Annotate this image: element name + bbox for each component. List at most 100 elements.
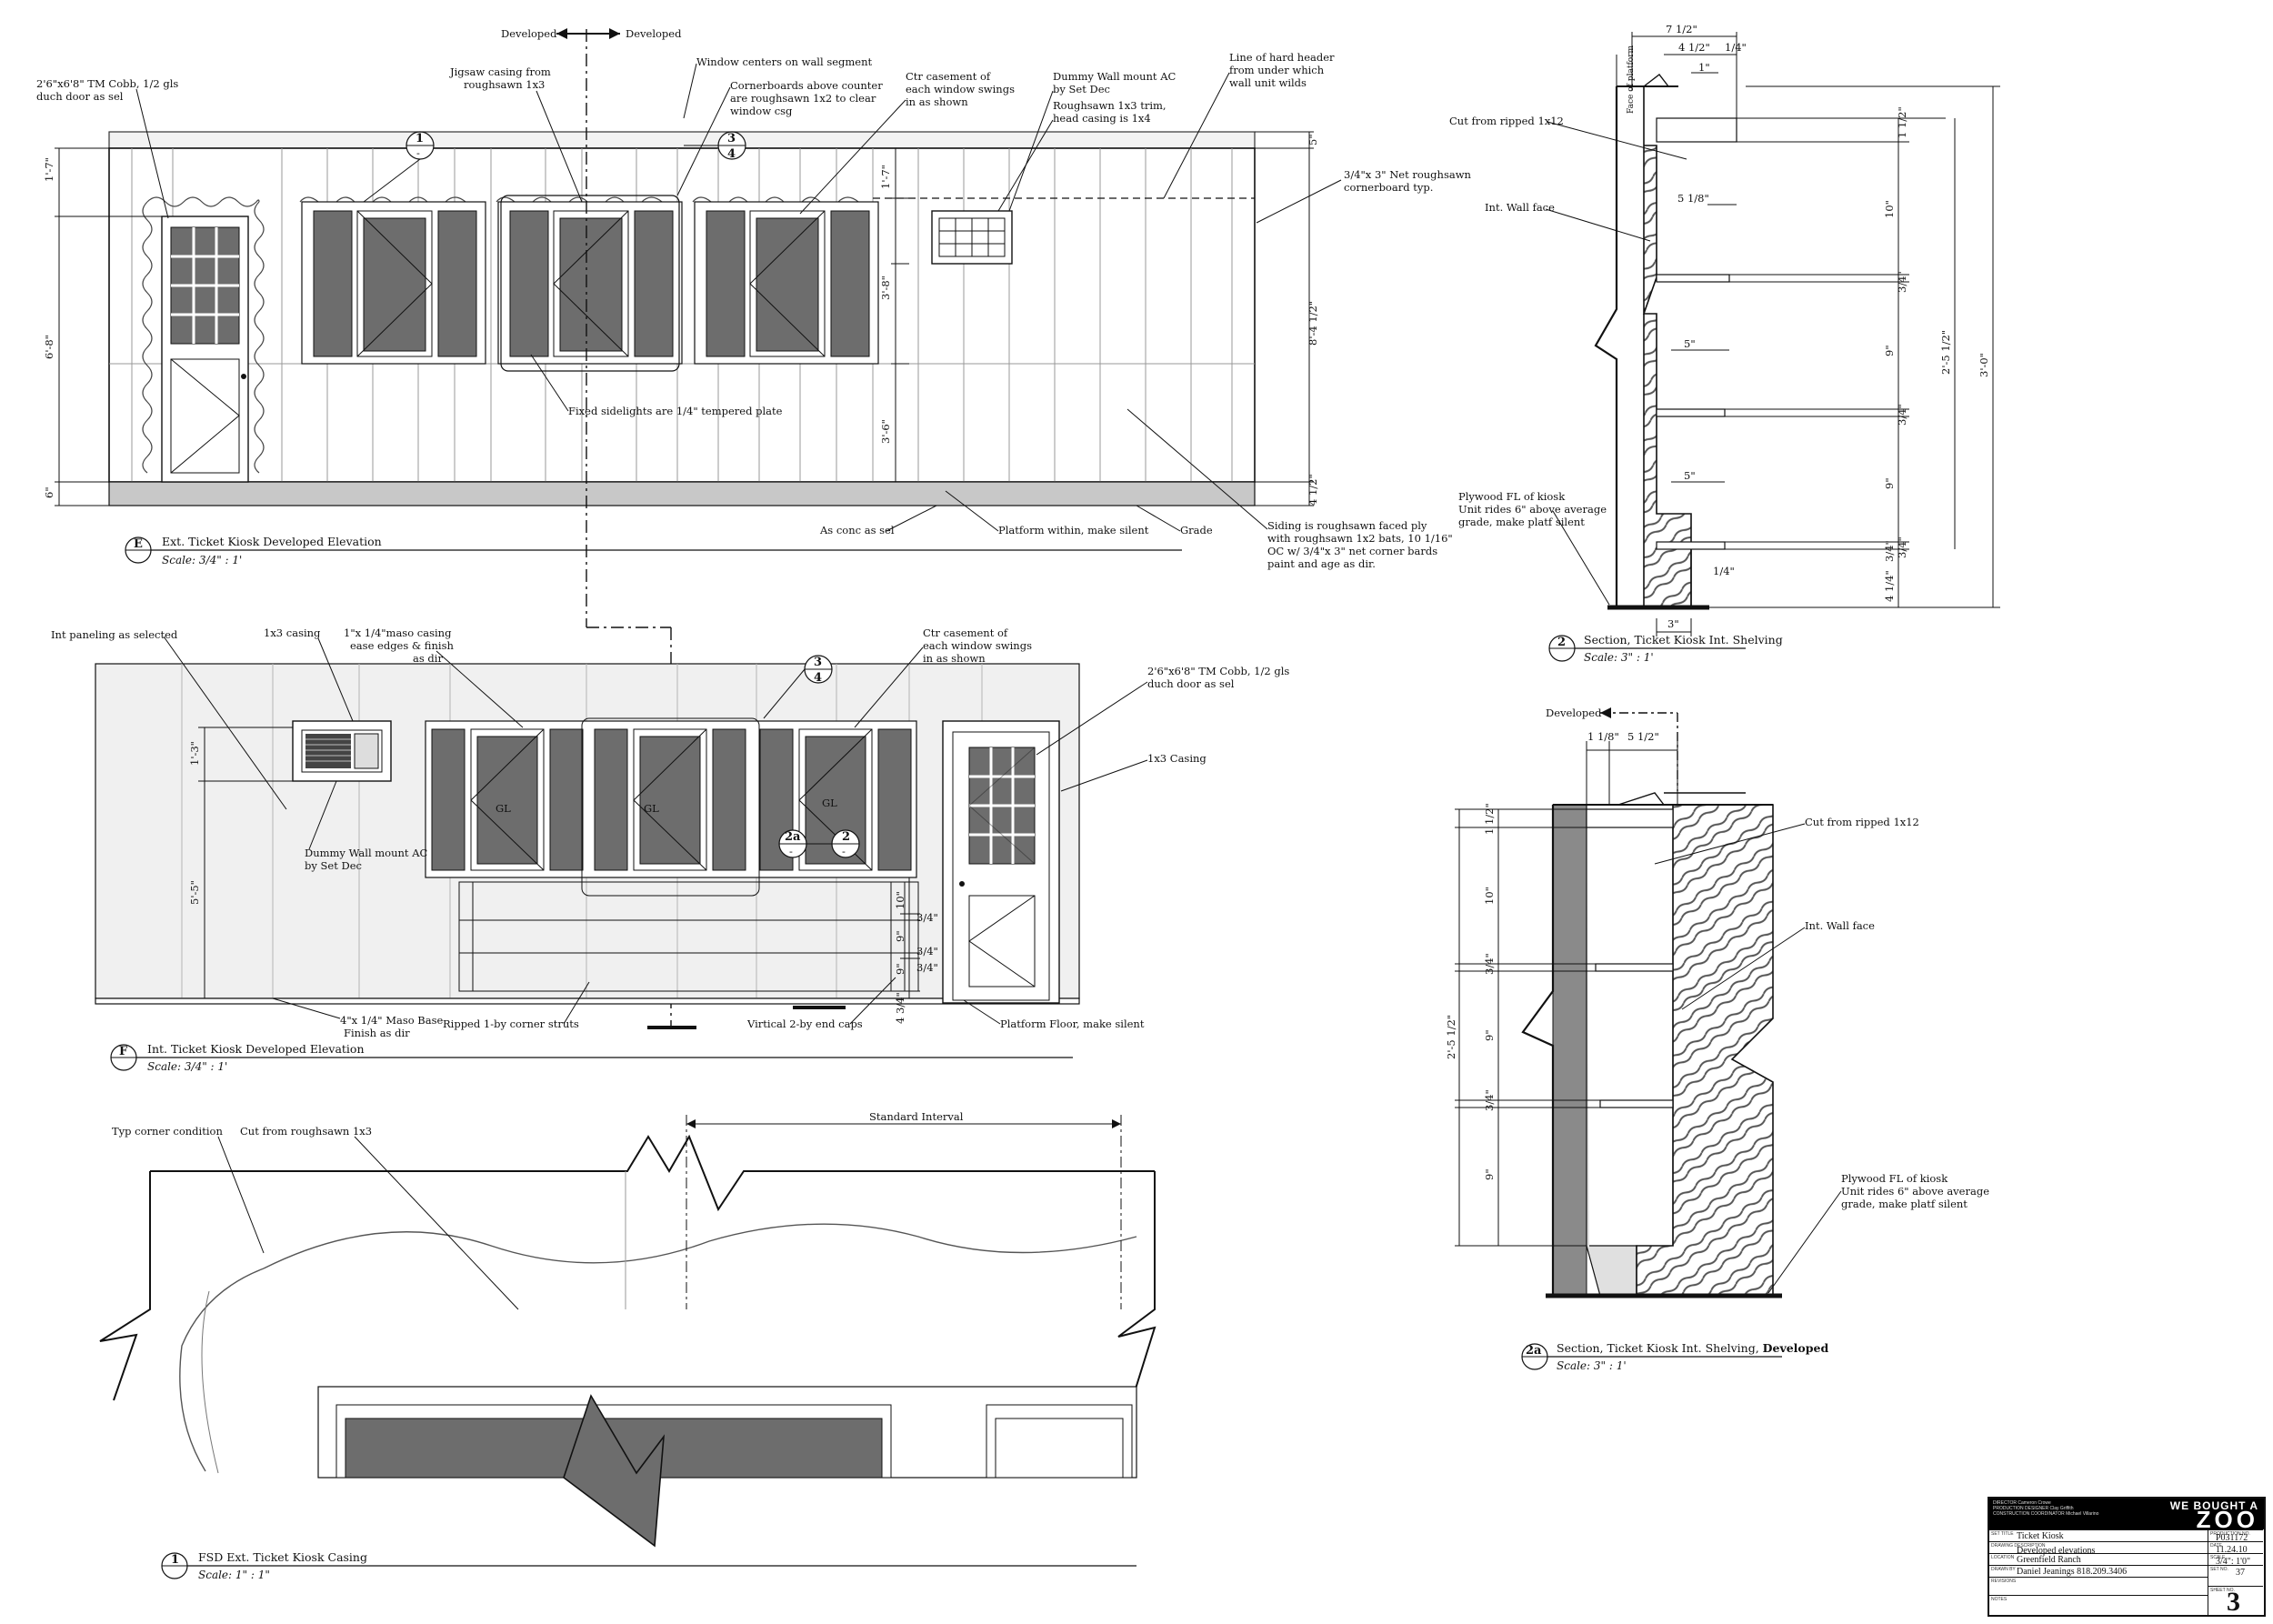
note-f-door-2: duch door as sel [1147, 677, 1235, 690]
dim-2-h1: 1 1/2" [1896, 106, 1908, 138]
leader-1-corner [217, 1136, 265, 1254]
row-notes: NOTES [1989, 1595, 2208, 1614]
logo-line-1: WE BOUGHT A [2169, 1499, 2258, 1512]
title-2-scale: Scale: 3" : 1' [1584, 651, 1654, 664]
label-description: DRAWING DESCRIPTION [1991, 1543, 2046, 1549]
tag-2a-top: 2a [785, 830, 801, 844]
ext-window-1 [299, 196, 486, 365]
shelf-2a-mid-1 [1595, 963, 1674, 972]
credit-designer: PRODUCTION DESIGNER Clay Griffith [1993, 1506, 2074, 1511]
note-e-siding-4: paint and age as dir. [1267, 557, 1376, 570]
leader-e-cornerboard-net [1256, 179, 1342, 224]
note-e-door-2: duch door as sel [36, 90, 124, 103]
dim-2-h2: 10" [1883, 200, 1896, 218]
leader-f-door [1036, 681, 1148, 756]
credit-coordinator: CONSTRUCTION COORDINATOR Michael Villari… [1993, 1511, 2099, 1517]
note-e-header-1: Line of hard header [1229, 51, 1335, 64]
tag-2-top: 2 [842, 830, 850, 844]
title-block: DIRECTOR Cameron Crowe PRODUCTION DESIGN… [1988, 1497, 2266, 1617]
note-f-door-1: 2'6"x6'8" TM Cobb, 1/2 gls [1147, 665, 1289, 677]
leader-e-jigsaw [536, 90, 583, 203]
note-e-cornerboard-net-1: 3/4"x 3" Net roughsawn [1344, 168, 1472, 181]
title-1-bubble: 1 [171, 1553, 179, 1567]
dim-2-h3: 3/4" [1896, 271, 1908, 293]
shelf-bot [1656, 541, 1726, 550]
label-set-title: SET TITLE [1991, 1531, 2014, 1537]
tag-1-bot: - [416, 146, 420, 159]
value-production-no: P031172 [2216, 1533, 2248, 1543]
gl-2: GL [644, 802, 659, 815]
leader-2-ply [1552, 510, 1610, 606]
leader-f-end-caps [849, 977, 896, 1025]
dims-e [55, 131, 1314, 506]
leader-2-cut [1547, 121, 1687, 160]
note-e-sidelights: Fixed sidelights are 1/4" tempered plate [568, 405, 783, 417]
section-tag-2: 2 - [806, 829, 860, 858]
row-revisions: REVISIONS [1989, 1577, 2208, 1596]
detail-1-casing: Standard Interval Typ corner condition C… [99, 1110, 1157, 1581]
dim-2a-h2: 10" [1483, 887, 1496, 905]
ext-ac-unit [931, 210, 1013, 265]
label-drawn-by: DRAWN BY [1991, 1567, 2016, 1572]
dim-f-8: 9" [894, 963, 906, 975]
title-e: E Ext. Ticket Kiosk Developed Elevation … [125, 535, 1182, 566]
note-e-dummy-ac-2: by Set Dec [1053, 83, 1110, 95]
title-f: F Int. Ticket Kiosk Developed Elevation … [110, 1042, 1073, 1073]
shelf-mid-2 [1656, 408, 1726, 417]
leader-e-door [135, 88, 169, 219]
leader-e-window-centers [683, 63, 697, 119]
dim-f-9: 4 3/4" [894, 992, 906, 1024]
row-description: DRAWING DESCRIPTION Developed elevations [1989, 1541, 2208, 1556]
developed-2a: Developed [1546, 707, 1602, 719]
dim-2a-h5: 3/4" [1483, 1089, 1496, 1111]
note-e-siding-1: Siding is roughsawn faced ply [1267, 519, 1427, 532]
detail-tag-3-4-f: 3 4 [763, 655, 833, 719]
leader-f-ac [308, 780, 337, 850]
elevation-e: 1'-7" 6'-8" 6" 5" 8'-4 1/2" 4 1/2" 1'-7"… [36, 51, 1472, 570]
note-e-siding-3: OC w/ 3/4"x 3" net corner bards [1267, 545, 1437, 557]
note-2-ply-1: Plywood FL of kiosk [1458, 490, 1566, 503]
developed-axis: Developed Developed [501, 27, 846, 1029]
note-f-ac-1: Dummy Wall mount AC [305, 847, 428, 859]
leader-f-struts [563, 981, 590, 1025]
note-e-grade: Grade [1180, 524, 1213, 536]
row-set-title: SET TITLE Ticket Kiosk [1989, 1529, 2208, 1542]
note-e-jigsaw-1: Jigsaw casing from [449, 65, 551, 78]
logo-line-2: ZOO [2196, 1506, 2258, 1533]
ext-door [142, 196, 265, 483]
dim-e-9: 3'-6" [879, 419, 892, 444]
note-e-window-centers: Window centers on wall segment [696, 55, 873, 68]
credit-director: DIRECTOR Cameron Crowe [1993, 1500, 2051, 1506]
cell-set-no: SET NO. 37 [2208, 1565, 2263, 1587]
dim-2-w7: 5" [1684, 469, 1696, 482]
label-notes: NOTES [1991, 1597, 2008, 1602]
title-1-text: FSD Ext. Ticket Kiosk Casing [198, 1550, 367, 1564]
value-description: Developed elevations [2017, 1546, 2096, 1556]
note-e-cornerboard-net-2: cornerboard typ. [1344, 181, 1433, 194]
dim-2-h9: 3/4" [1896, 536, 1908, 558]
note-2a-ply-3: grade, make platf silent [1841, 1198, 1968, 1210]
dim-f-2: 5'-5" [188, 880, 201, 905]
dim-2-total2: 3'-0" [1978, 353, 1990, 377]
note-e-header-3: wall unit wilds [1229, 76, 1307, 89]
int-shelving [458, 881, 919, 992]
dim-f-5: 3/4" [916, 945, 938, 957]
dim-e-1: 1'-7" [43, 157, 55, 182]
value-set-no: 37 [2236, 1568, 2245, 1578]
title-1: 1 FSD Ext. Ticket Kiosk Casing Scale: 1"… [161, 1550, 1136, 1581]
dim-f-3: 3/4" [916, 911, 938, 924]
title-f-scale: Scale: 3/4" : 1' [147, 1060, 227, 1073]
dim-2-total1: 2'-5 1/2" [1939, 330, 1952, 375]
leader-f-casing1x3 [317, 637, 354, 722]
developed-right: Developed [626, 27, 682, 40]
tag-1-top: 1 [416, 132, 424, 145]
row-location: LOCATION Greenfield Ranch [1989, 1553, 2208, 1566]
tag-2-bot: - [842, 845, 846, 857]
shelf-2a-mid-2 [1599, 1099, 1674, 1108]
dims-f [198, 727, 920, 998]
dim-e-5: 8'-4 1/2" [1307, 301, 1319, 346]
leader-e-sidelights [530, 354, 569, 412]
dim-e-2: 6'-8" [43, 335, 55, 359]
dim-2-h7: 3/4" [1883, 540, 1896, 562]
tag-e-3: 3 [727, 132, 736, 145]
